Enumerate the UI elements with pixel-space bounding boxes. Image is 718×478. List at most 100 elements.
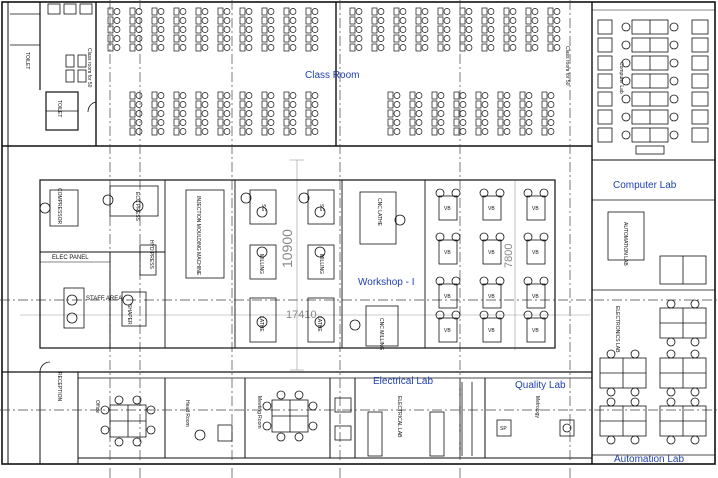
chair xyxy=(157,119,165,126)
operator-position xyxy=(66,294,78,306)
desk xyxy=(261,16,268,25)
desk xyxy=(453,127,460,136)
chair xyxy=(311,44,319,51)
desk xyxy=(519,109,526,118)
stool xyxy=(690,299,700,309)
chair xyxy=(415,119,423,126)
vb-station xyxy=(482,239,502,265)
vb-label: VB xyxy=(444,250,451,256)
stool xyxy=(666,397,676,407)
stool xyxy=(666,337,676,347)
chair xyxy=(553,8,561,15)
chair xyxy=(157,110,165,117)
desk xyxy=(283,100,290,109)
chair xyxy=(459,119,467,126)
chair xyxy=(245,44,253,51)
building-walls xyxy=(1,1,716,465)
desk xyxy=(305,43,312,52)
chair xyxy=(201,26,209,33)
desk xyxy=(415,43,422,52)
desk xyxy=(261,109,268,118)
chair xyxy=(503,128,511,135)
desk xyxy=(239,34,246,43)
chair xyxy=(289,92,297,99)
label-ecc-press: ECC PRESS xyxy=(134,192,140,222)
desk xyxy=(393,34,400,43)
desk xyxy=(349,16,356,25)
vb-station xyxy=(526,317,546,343)
vb-label: VB xyxy=(444,328,451,334)
vb-chair xyxy=(539,276,549,286)
desk xyxy=(409,91,416,100)
machine xyxy=(307,244,335,280)
vb-chair xyxy=(495,188,505,198)
desk xyxy=(195,127,202,136)
machine xyxy=(109,185,159,217)
desk xyxy=(173,100,180,109)
operator-position xyxy=(256,246,268,258)
chair xyxy=(267,110,275,117)
vb-chair xyxy=(479,310,489,320)
computer-desk xyxy=(691,55,709,71)
desk xyxy=(371,16,378,25)
machine xyxy=(63,287,85,329)
desk xyxy=(151,118,158,127)
vb-chair xyxy=(435,276,445,286)
desk xyxy=(503,34,510,43)
label-electronics-lab: ELECTRONICS LAB xyxy=(614,306,620,353)
desk xyxy=(437,25,444,34)
chair xyxy=(267,101,275,108)
chair xyxy=(547,110,555,117)
chair xyxy=(135,101,143,108)
chair xyxy=(437,101,445,108)
desk xyxy=(239,25,246,34)
chair xyxy=(503,92,511,99)
desk xyxy=(239,109,246,118)
chair xyxy=(437,110,445,117)
desk xyxy=(547,7,554,16)
label-hyd-press: HYD PRESS xyxy=(148,240,154,270)
chair xyxy=(289,101,297,108)
vb-label: VB xyxy=(488,294,495,300)
chair xyxy=(465,8,473,15)
vb-chair xyxy=(495,232,505,242)
chair xyxy=(531,17,539,24)
chair xyxy=(509,35,517,42)
chair xyxy=(267,44,275,51)
desk xyxy=(475,127,482,136)
label-milling-1: MILLING xyxy=(258,254,264,274)
desk xyxy=(239,7,246,16)
chair xyxy=(621,112,631,122)
desk xyxy=(541,127,548,136)
operator-position xyxy=(314,246,326,258)
chair xyxy=(289,128,297,135)
chair xyxy=(355,26,363,33)
vb-chair xyxy=(451,232,461,242)
vb-chair xyxy=(539,310,549,320)
chair xyxy=(621,94,631,104)
desk xyxy=(371,25,378,34)
desk xyxy=(129,109,136,118)
chair xyxy=(437,128,445,135)
desk xyxy=(283,43,290,52)
stool xyxy=(630,397,640,407)
chair xyxy=(223,26,231,33)
chair xyxy=(415,110,423,117)
chair xyxy=(377,26,385,33)
chair xyxy=(553,17,561,24)
chair xyxy=(399,8,407,15)
label-cnc-milling: CNC MILLING xyxy=(378,318,384,350)
operator-position xyxy=(122,294,134,306)
desk xyxy=(525,25,532,34)
desk xyxy=(129,43,136,52)
chair xyxy=(223,35,231,42)
desk xyxy=(129,91,136,100)
label-electrical-lab-small: ELECTRICAL LAB xyxy=(396,396,402,438)
stool xyxy=(666,299,676,309)
dimension-lines xyxy=(20,159,590,371)
computer-desk xyxy=(691,127,709,143)
chair xyxy=(487,44,495,51)
chair xyxy=(267,17,275,24)
desk xyxy=(195,100,202,109)
